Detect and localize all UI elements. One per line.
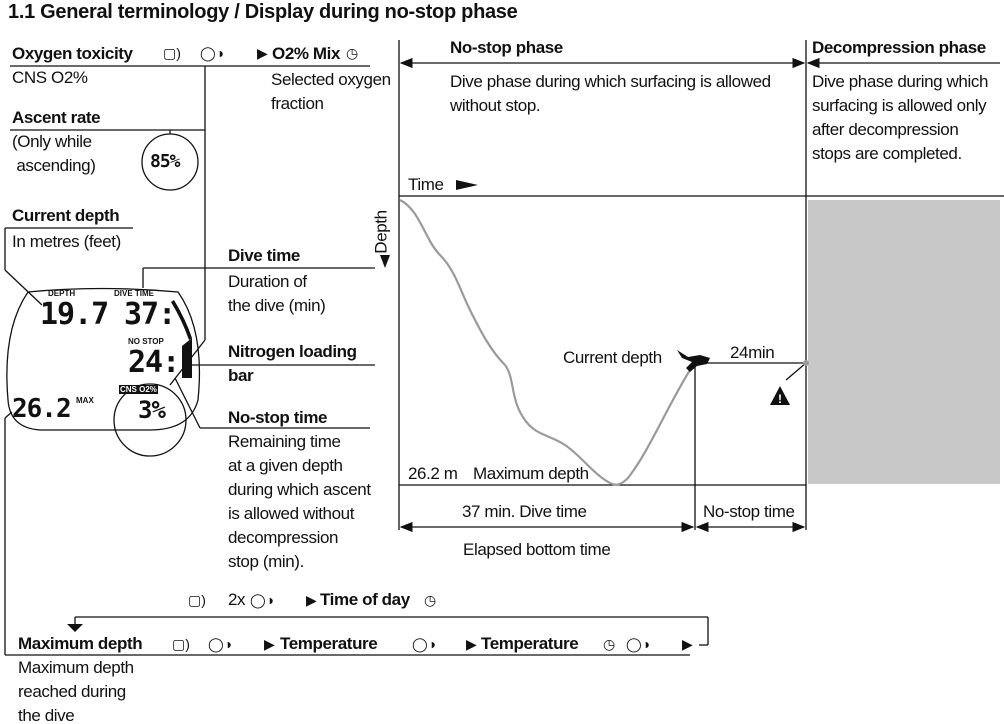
deco-phase-desc: after decompression [812, 120, 959, 139]
down-arrow-icon [67, 624, 83, 632]
time-arrow-icon [456, 180, 478, 190]
dive-time-value: 37: [124, 297, 176, 332]
o2-desc: fraction [271, 94, 324, 113]
no-stop-note: is allowed without [228, 504, 355, 523]
warning-icon [770, 386, 790, 405]
no-stop-note: at a given depth [228, 456, 343, 475]
dive-time-span-label: 37 min. Dive time [462, 502, 587, 521]
nitrogen-bar [182, 338, 192, 378]
o2-desc: Selected oxygen [271, 70, 391, 89]
button-press-icon: ▢) [172, 636, 190, 652]
press-count: 2x [228, 590, 246, 609]
clock-icon: ◷ [424, 592, 437, 608]
max-depth-note: the dive [18, 706, 75, 724]
dive-time-note: Duration of [228, 272, 307, 291]
button-press-icon: ▢) [188, 592, 206, 608]
no-stop-value: 24: [128, 345, 180, 380]
depth-arrow-icon [380, 255, 390, 268]
buttons-icon: ◯◑ [626, 636, 651, 652]
no-stop-note: decompression [228, 528, 339, 547]
ascent-note: (Only while [12, 132, 92, 151]
elapsed-bottom-time-label: Elapsed bottom time [463, 540, 611, 559]
current-depth-marker-label: Current depth [563, 348, 662, 367]
dive-time-note: the dive (min) [228, 296, 326, 315]
dive-time-label: DIVE TIME [114, 289, 155, 298]
cns-value: 3% [138, 396, 166, 424]
oxygen-toxicity-heading: Oxygen toxicity [12, 44, 133, 63]
max-depth-label: Maximum depth [473, 464, 589, 483]
depth-axis-label: Depth [371, 210, 391, 254]
dive-time-heading: Dive time [228, 246, 300, 265]
arrow-right-icon: ▶ [682, 636, 693, 652]
deco-phase-desc: stops are completed. [812, 144, 962, 163]
no-stop-phase-desc: without stop. [450, 96, 541, 115]
profile-end-point [803, 360, 809, 366]
max-depth-note: Maximum depth [18, 658, 134, 677]
no-stop-note: during which ascent [228, 480, 371, 499]
ascent-value: 85% [150, 151, 180, 172]
buttons-icon: ◯◑ [200, 45, 225, 61]
o2-mix-heading: O2% Mix [272, 44, 341, 63]
remaining-time-label: 24min [730, 343, 775, 362]
no-stop-heading: No-stop time [228, 408, 328, 427]
deco-phase-heading: Decompression phase [812, 38, 986, 57]
max-depth-heading: Maximum depth [18, 634, 143, 653]
buttons-icon: ◯◑ [250, 592, 275, 608]
no-stop-note: stop (min). [228, 552, 304, 571]
cns-label-badge: CNS O2% [119, 385, 158, 394]
depth-label: DEPTH [48, 289, 76, 298]
depth-value: 19.7 [40, 297, 109, 332]
max-depth-value-label: 26.2 m [408, 464, 458, 483]
ascent-note: ascending) [12, 156, 96, 175]
deco-phase-desc: surfacing is allowed only [812, 96, 987, 115]
max-label: MAX [76, 396, 94, 405]
time-axis-label: Time [408, 175, 444, 194]
no-stop-span-label: No-stop time [703, 502, 795, 521]
temperature-label: Temperature [280, 634, 378, 653]
max-depth-value: 26.2 [12, 394, 72, 424]
no-stop-label: NO STOP [128, 337, 164, 346]
current-depth-note: In metres (feet) [12, 232, 121, 251]
dive-profile-line [399, 199, 696, 486]
nitrogen-heading: Nitrogen loading [228, 342, 357, 361]
arrow-right-icon: ▶ [257, 45, 268, 61]
time-of-day-label: Time of day [320, 590, 410, 609]
diver-icon [677, 350, 710, 372]
buttons-icon: ◯◑ [412, 636, 437, 652]
button-press-icon: ▢) [163, 45, 181, 61]
buttons-icon: ◯◑ [208, 636, 233, 652]
temperature-label: Temperature [481, 634, 579, 653]
page-title: 1.1 General terminology / Display during… [8, 1, 518, 23]
no-stop-phase-desc: Dive phase during which surfacing is all… [450, 72, 771, 91]
nitrogen-heading: bar [228, 366, 254, 385]
svg-text:!: ! [778, 392, 782, 406]
no-stop-phase-heading: No-stop phase [450, 38, 563, 57]
max-depth-note: reached during [18, 682, 126, 701]
arrow-right-icon: ▶ [306, 592, 317, 608]
arrow-right-icon: ▶ [264, 636, 275, 652]
cns-label: CNS O2% [12, 68, 88, 87]
current-depth-heading: Current depth [12, 206, 120, 225]
clock-icon: ◷ [603, 636, 616, 652]
no-stop-note: Remaining time [228, 432, 341, 451]
clock-icon: ◷ [346, 45, 359, 61]
ascent-rate-heading: Ascent rate [12, 108, 101, 127]
deco-phase-desc: Dive phase during which [812, 72, 989, 91]
decompression-area [808, 200, 1000, 484]
arrow-right-icon: ▶ [466, 636, 477, 652]
